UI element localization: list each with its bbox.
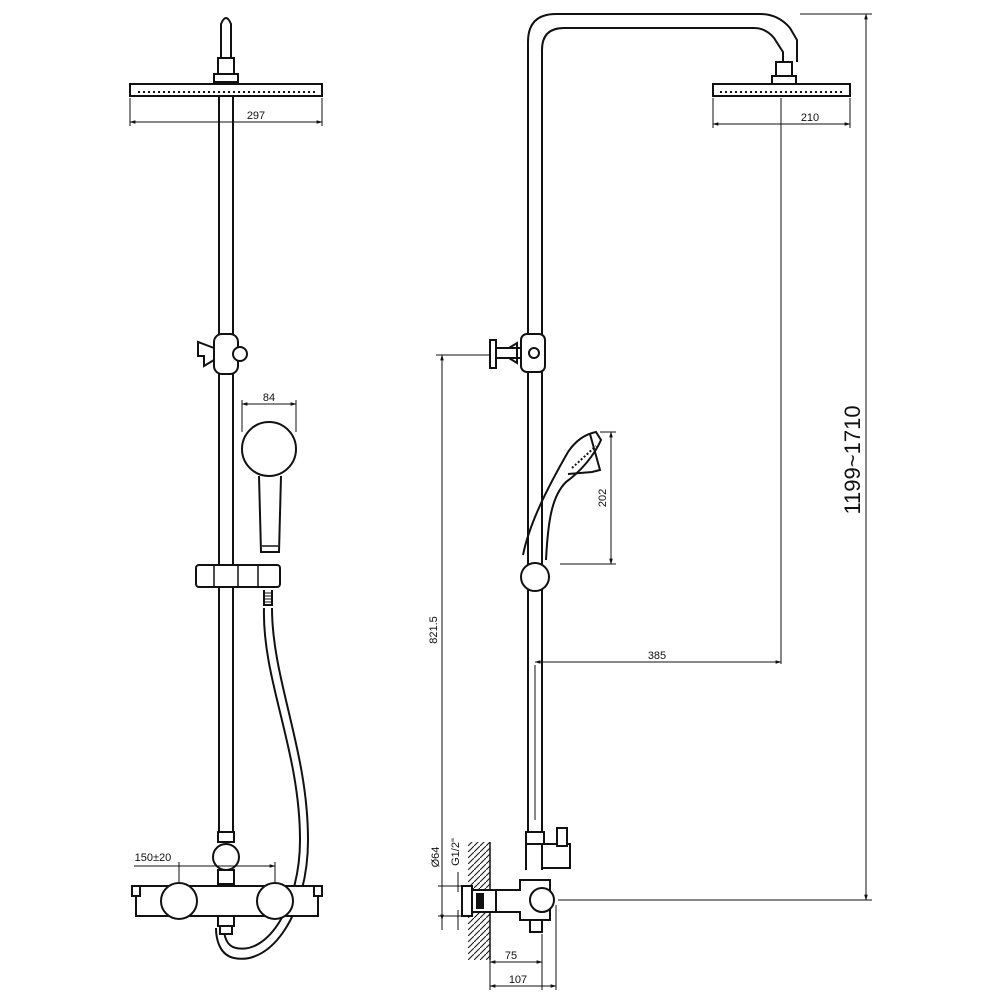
front-slide-holder [195, 564, 281, 588]
front-head-connector [217, 57, 235, 75]
dim-label-107: 107 [509, 974, 527, 986]
dim-flange: Ø64 G1/2" [430, 838, 462, 930]
dim-overall-height: 1199~1710 [558, 13, 872, 901]
side-head-connector [775, 61, 793, 77]
dim-label-75: 75 [505, 950, 517, 962]
dim-label-overall: 1199~1710 [840, 405, 865, 514]
front-top-riser [220, 17, 232, 68]
dim-arm-reach: 385 [534, 98, 782, 820]
side-wall-connection [461, 842, 497, 960]
dim-label-84: 84 [263, 392, 275, 404]
dim-head-width-front: 297 [129, 98, 323, 126]
dim-label-diameter: Ø64 [430, 847, 442, 868]
side-slide-holder [520, 562, 550, 592]
dim-label-210: 210 [801, 112, 819, 124]
front-mixer-body [131, 882, 323, 935]
dim-tap-centres: 150±20 [134, 852, 276, 884]
front-wall-bracket [197, 333, 248, 375]
dim-label-821: 821.5 [428, 616, 440, 644]
dim-hand-shower-head-width: 84 [241, 392, 297, 432]
side-mixer-body [495, 879, 555, 933]
side-overhead-arm [527, 13, 798, 330]
dim-label-150: 150±20 [135, 852, 172, 864]
dim-label-385: 385 [648, 650, 666, 662]
front-rain-shower-head [129, 83, 323, 97]
dim-label-thread: G1/2" [450, 838, 462, 866]
dim-label-297: 297 [247, 110, 265, 122]
dim-bracket-height: 821.5 [428, 354, 490, 921]
front-view: 297 84 [129, 17, 323, 960]
side-view: 210 821.5 202 [428, 13, 872, 990]
side-hand-shower [522, 430, 603, 561]
side-diverter [525, 827, 571, 870]
side-rain-shower-head [712, 83, 851, 97]
dim-depth: 75 107 [489, 905, 557, 990]
front-hand-shower [241, 421, 297, 553]
side-wall-bracket [489, 333, 546, 373]
front-diverter [212, 831, 240, 885]
dim-hand-shower-length: 202 [560, 431, 616, 565]
dim-label-202: 202 [597, 489, 609, 507]
front-hose [215, 590, 310, 960]
